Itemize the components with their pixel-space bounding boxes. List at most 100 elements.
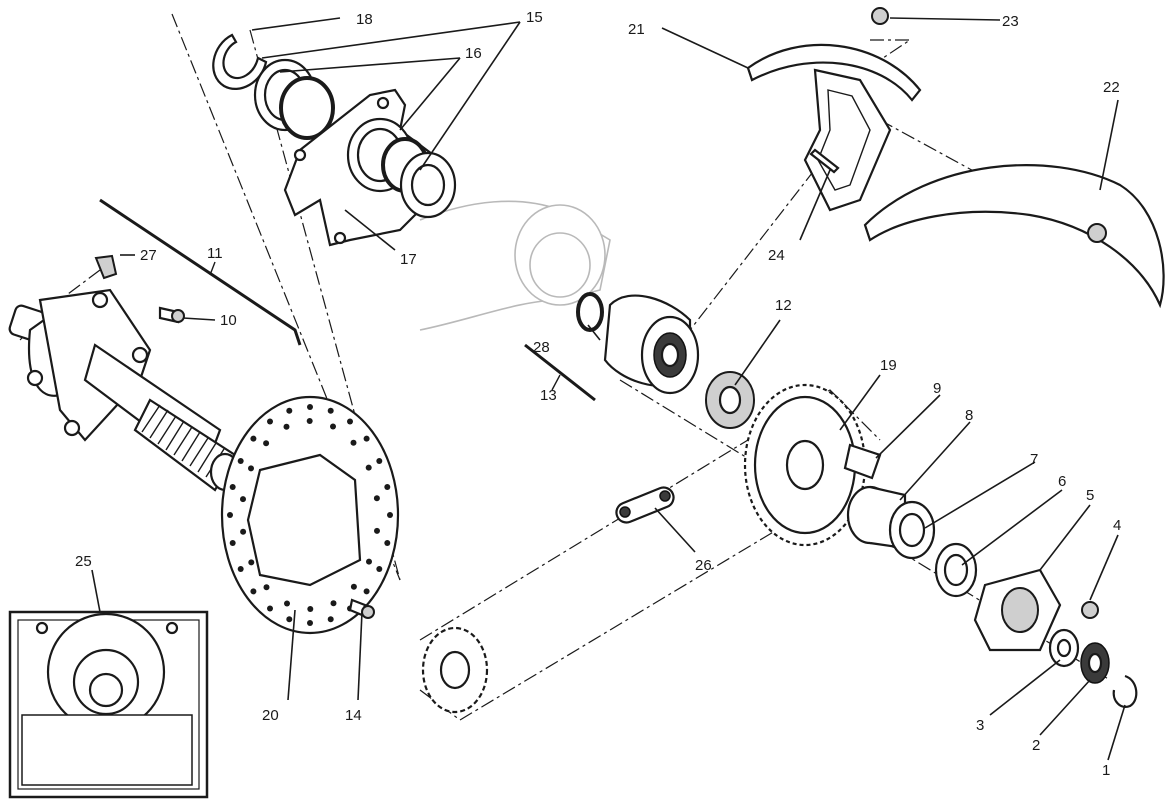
- disc-drill-hole: [373, 495, 380, 502]
- disc-drill-hole: [363, 588, 370, 595]
- disc-drill-hole: [350, 439, 357, 446]
- leader-lines: [91, 17, 1126, 761]
- part-2-axle-nut: [1080, 642, 1110, 684]
- callout-11: 11: [207, 245, 223, 262]
- part-20-brake-disc: [220, 395, 400, 635]
- disc-drill-hole: [240, 528, 247, 535]
- disc-drill-hole: [387, 512, 393, 518]
- disc-drill-hole: [307, 404, 313, 410]
- part-19-rear-sprocket: [743, 383, 867, 547]
- disc-drill-hole: [363, 435, 370, 442]
- disc-drill-hole: [376, 566, 383, 572]
- part-1-circlip: [1112, 674, 1138, 708]
- disc-drill-hole: [286, 407, 293, 414]
- callout-7: 7: [1030, 451, 1038, 468]
- callout-5: 5: [1086, 487, 1094, 504]
- disc-drill-hole: [384, 540, 391, 546]
- disc-drill-hole: [284, 600, 290, 607]
- disc-drill-hole: [240, 496, 246, 503]
- callout-25: 25: [75, 553, 92, 570]
- callout-23: 23: [1002, 13, 1019, 30]
- part-6-spacer: [934, 542, 978, 598]
- disc-drill-hole: [267, 605, 273, 612]
- part-22-chain-guard: [863, 164, 1165, 309]
- disc-drill-hole: [227, 512, 233, 518]
- callout-22: 22: [1103, 79, 1120, 96]
- front-sprocket-outline: [421, 626, 489, 714]
- disc-drill-hole: [237, 566, 244, 572]
- disc-drill-hole: [330, 423, 336, 430]
- part-13-eccentric-carrier: [603, 294, 700, 395]
- callout-4: 4: [1113, 517, 1121, 534]
- callout-labels: 1 2 3 4 5 6 7 8 9 10 11 12 13 14 15 16 1…: [75, 9, 1121, 779]
- disc-drill-hole: [374, 527, 380, 534]
- part-26-chain-link: [615, 486, 675, 524]
- disc-drill-hole: [366, 558, 372, 565]
- part-25-inset-view: [8, 610, 209, 799]
- disc-drill-hole: [263, 440, 270, 447]
- disc-drill-hole: [327, 407, 334, 414]
- callout-3: 3: [976, 717, 984, 734]
- callout-9: 9: [933, 380, 941, 397]
- disc-drill-hole: [267, 418, 273, 425]
- callout-18: 18: [356, 11, 373, 28]
- callout-2: 2: [1032, 737, 1040, 754]
- disc-drill-hole: [350, 583, 357, 590]
- disc-drill-hole: [330, 600, 337, 607]
- callout-21: 21: [628, 21, 645, 38]
- callout-14: 14: [345, 707, 362, 724]
- part-9-stud: [843, 443, 882, 480]
- disc-drill-hole: [306, 418, 313, 424]
- part-7-bearing: [888, 500, 936, 560]
- callout-13: 13: [540, 387, 557, 404]
- part-23-nut: [871, 7, 889, 25]
- part-17-bracket: [283, 88, 457, 247]
- part-21-chain-guard-bracket: [746, 43, 922, 212]
- callout-10: 10: [220, 312, 237, 329]
- disc-drill-hole: [229, 484, 236, 490]
- disc-drill-hole: [283, 423, 290, 430]
- callout-15: 15: [526, 9, 543, 26]
- part-24-screw: [809, 148, 840, 174]
- disc-drill-hole: [307, 620, 313, 626]
- disc-drill-hole: [248, 465, 254, 472]
- part-12-spacer: [705, 371, 755, 429]
- callout-8: 8: [965, 407, 973, 424]
- callout-17: 17: [400, 251, 417, 268]
- part-4-nut: [1081, 601, 1099, 619]
- callout-28: 28: [533, 339, 550, 356]
- part-3-washer: [1048, 628, 1080, 668]
- disc-drill-hole: [327, 616, 334, 623]
- callout-12: 12: [775, 297, 792, 314]
- part-18-circlip: [212, 33, 268, 90]
- callout-16: 16: [465, 45, 482, 62]
- part-27-valve: [94, 254, 118, 280]
- disc-drill-hole: [250, 435, 257, 442]
- part-5-hub-flange: [973, 568, 1062, 652]
- callout-19: 19: [880, 357, 897, 374]
- disc-drill-hole: [229, 540, 236, 546]
- callout-26: 26: [695, 557, 712, 574]
- disc-drill-hole: [384, 484, 391, 490]
- disc-drill-hole: [286, 616, 293, 623]
- disc-drill-hole: [307, 606, 314, 612]
- callout-6: 6: [1058, 473, 1066, 490]
- disc-drill-hole: [237, 458, 244, 464]
- disc-drill-hole: [248, 559, 255, 566]
- disc-drill-hole: [263, 584, 270, 591]
- disc-drill-hole: [347, 418, 353, 425]
- disc-drill-hole: [365, 464, 372, 471]
- callout-24: 24: [768, 247, 785, 264]
- callout-1: 1: [1102, 762, 1110, 779]
- callout-27: 27: [140, 247, 157, 264]
- group-braces: [99, 198, 596, 402]
- part-10-bolt: [158, 306, 185, 324]
- disc-drill-hole: [250, 588, 257, 595]
- part-28-o-ring: [576, 292, 604, 332]
- callout-20: 20: [262, 707, 279, 724]
- part-15-16-rings-upper: [253, 58, 335, 140]
- disc-drill-hole: [376, 458, 383, 464]
- swingarm-ghost: [419, 200, 611, 331]
